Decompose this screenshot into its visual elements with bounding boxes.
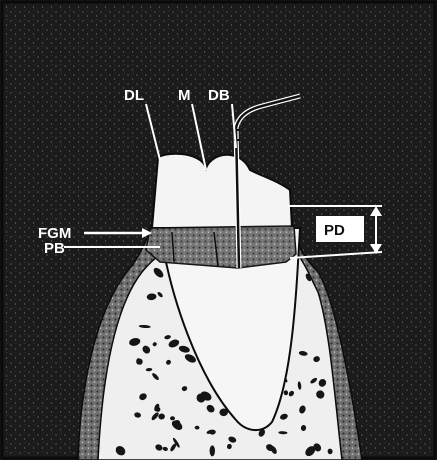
label-m: M (178, 87, 191, 104)
label-dl: DL (124, 87, 144, 104)
bone-pore (170, 416, 175, 420)
bone-pore (210, 445, 215, 456)
label-db: DB (208, 87, 230, 104)
label-pd: PD (324, 222, 345, 239)
gingival-collar (146, 226, 296, 268)
label-pb: PB (44, 240, 65, 257)
